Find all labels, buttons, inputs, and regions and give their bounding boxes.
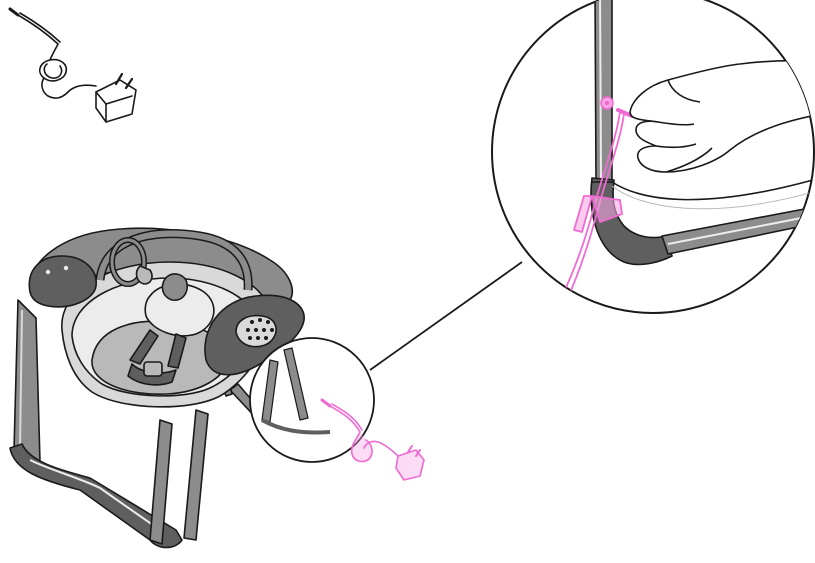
callout-line	[370, 262, 522, 370]
front-leg-right	[184, 410, 208, 540]
highlighted-ac-adapter-icon	[352, 432, 424, 480]
ac-adapter-icon	[10, 9, 136, 122]
left-frame-leg	[14, 300, 40, 468]
magnified-detail-circle	[492, 0, 815, 313]
